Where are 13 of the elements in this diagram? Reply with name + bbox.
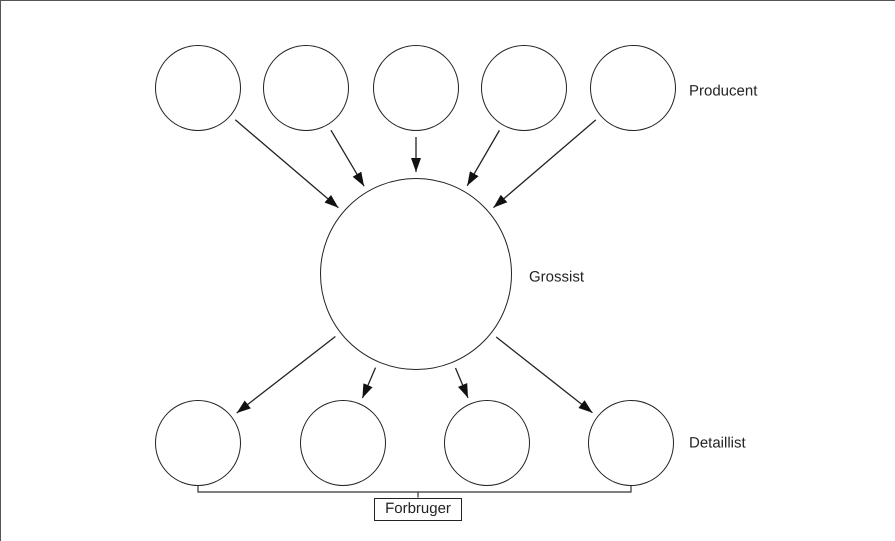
row-label: Detaillist xyxy=(689,434,746,452)
arrow xyxy=(466,130,500,186)
row-label: Producent xyxy=(689,82,758,100)
arrow xyxy=(362,367,376,398)
arrow xyxy=(234,119,339,208)
label-box: Forbruger xyxy=(374,498,462,520)
arrow xyxy=(236,336,336,414)
arrow xyxy=(330,130,365,187)
arrow xyxy=(454,368,469,398)
arrow xyxy=(493,119,596,208)
arrow xyxy=(496,336,593,414)
row-label: Grossist xyxy=(529,268,584,286)
arrow xyxy=(411,137,421,172)
